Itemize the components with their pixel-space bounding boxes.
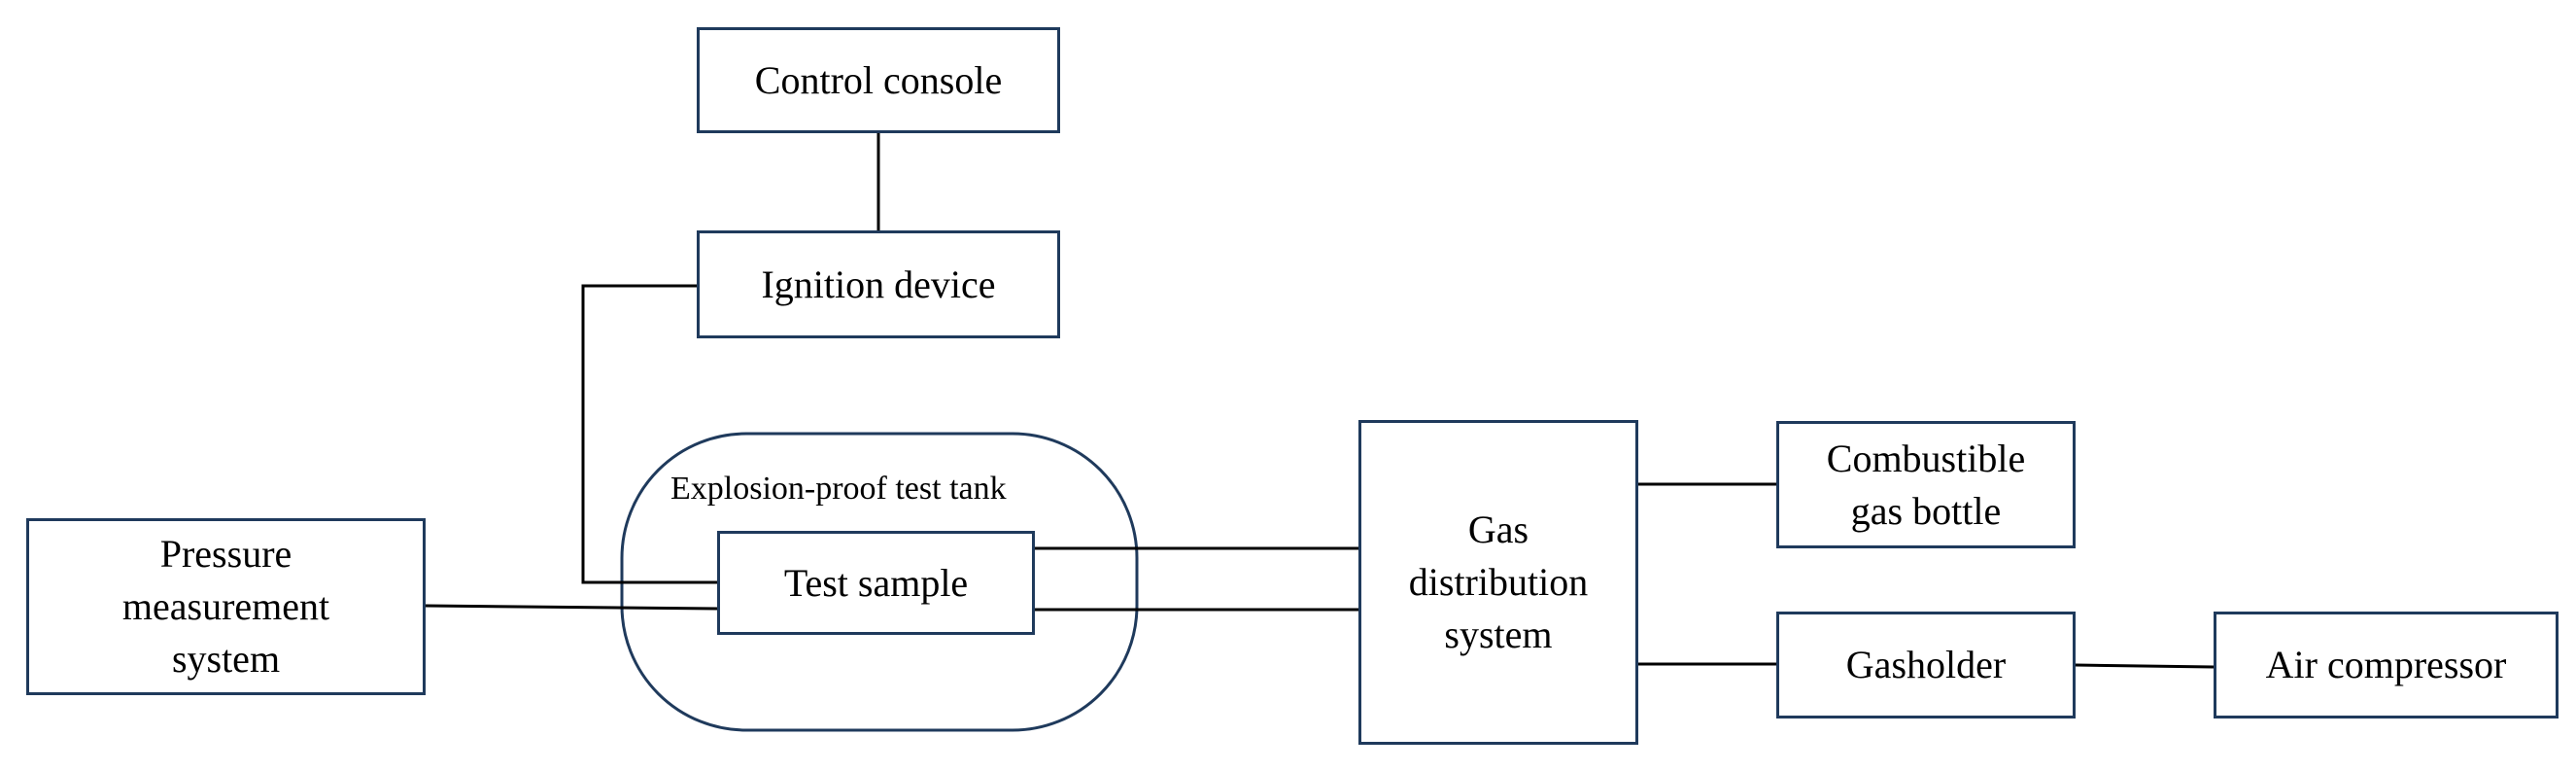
tank-label: Explosion-proof test tank xyxy=(670,471,1007,507)
control-console-box: Control console xyxy=(697,27,1060,133)
air-compressor-box: Air compressor xyxy=(2214,612,2559,718)
edge-gasholder-compressor xyxy=(2075,663,2215,669)
edge-ignition-sample xyxy=(581,284,717,584)
test-sample-box: Test sample xyxy=(717,531,1035,635)
gas-distribution-box: Gas distribution system xyxy=(1358,420,1638,745)
edge-pressure-sample xyxy=(425,604,718,611)
gasholder-box: Gasholder xyxy=(1776,612,2076,718)
combustible-gas-bottle-box: Combustible gas bottle xyxy=(1776,421,2076,548)
ignition-device-box: Ignition device xyxy=(697,230,1060,338)
pressure-measurement-box: Pressure measurement system xyxy=(26,518,426,695)
